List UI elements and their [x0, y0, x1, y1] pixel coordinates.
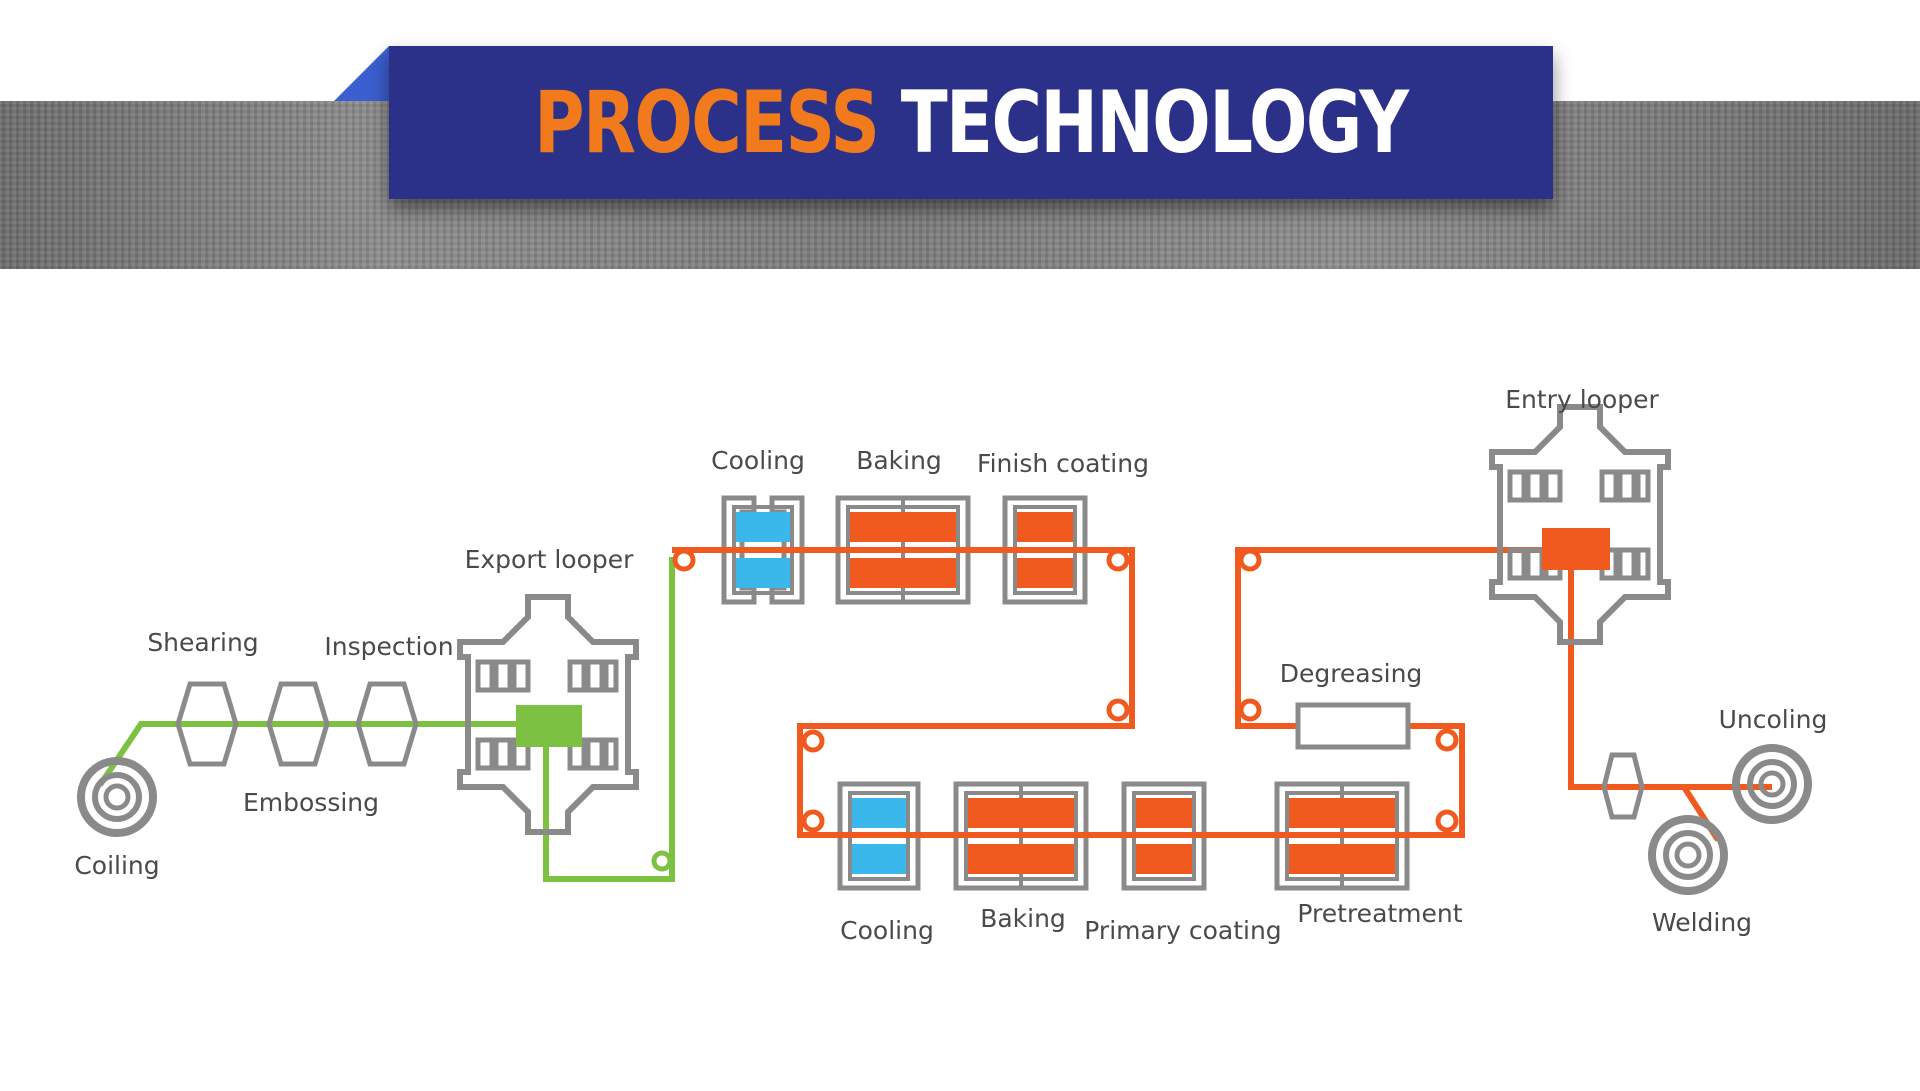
label-entry-looper: Entry looper: [1505, 385, 1659, 414]
entry-looper: [1492, 407, 1668, 642]
welding-coil: [1648, 815, 1728, 895]
label-cooling-bottom: Cooling: [840, 916, 934, 945]
label-baking-bottom: Baking: [980, 904, 1066, 933]
label-finish-coating: Finish coating: [977, 449, 1149, 478]
title-ribbon-fold: [334, 46, 389, 101]
label-welding: Welding: [1652, 908, 1752, 937]
label-degreasing: Degreasing: [1280, 659, 1423, 688]
green-strip-path: [97, 557, 684, 882]
label-shearing: Shearing: [147, 628, 258, 657]
page-title: PROCESS TECHNOLOGY: [534, 72, 1409, 173]
inspection-roller: [355, 681, 419, 767]
title-word-process: PROCESS: [534, 72, 880, 173]
entry-looper-block: [1542, 528, 1610, 570]
degreasing-tank: [1295, 702, 1411, 750]
label-coiling: Coiling: [74, 851, 159, 880]
shearing-roller: [175, 681, 239, 767]
label-pretreatment: Pretreatment: [1297, 899, 1462, 928]
embossing-roller: [266, 681, 330, 767]
label-uncoiling: Uncoling: [1719, 705, 1828, 734]
welding-roller: [1601, 752, 1645, 820]
label-baking-top: Baking: [856, 446, 942, 475]
title-box: PROCESS TECHNOLOGY: [389, 46, 1553, 199]
uncoiling-coil: [1732, 744, 1812, 824]
label-primary-coating: Primary coating: [1084, 916, 1281, 945]
coiling-coil: [77, 757, 157, 837]
label-export-looper: Export looper: [465, 545, 635, 574]
label-cooling-top: Cooling: [711, 446, 805, 475]
export-looper-block: [516, 705, 582, 747]
label-embossing: Embossing: [243, 788, 379, 817]
label-inspection: Inspection: [324, 632, 453, 661]
title-word-technology: TECHNOLOGY: [900, 72, 1409, 173]
